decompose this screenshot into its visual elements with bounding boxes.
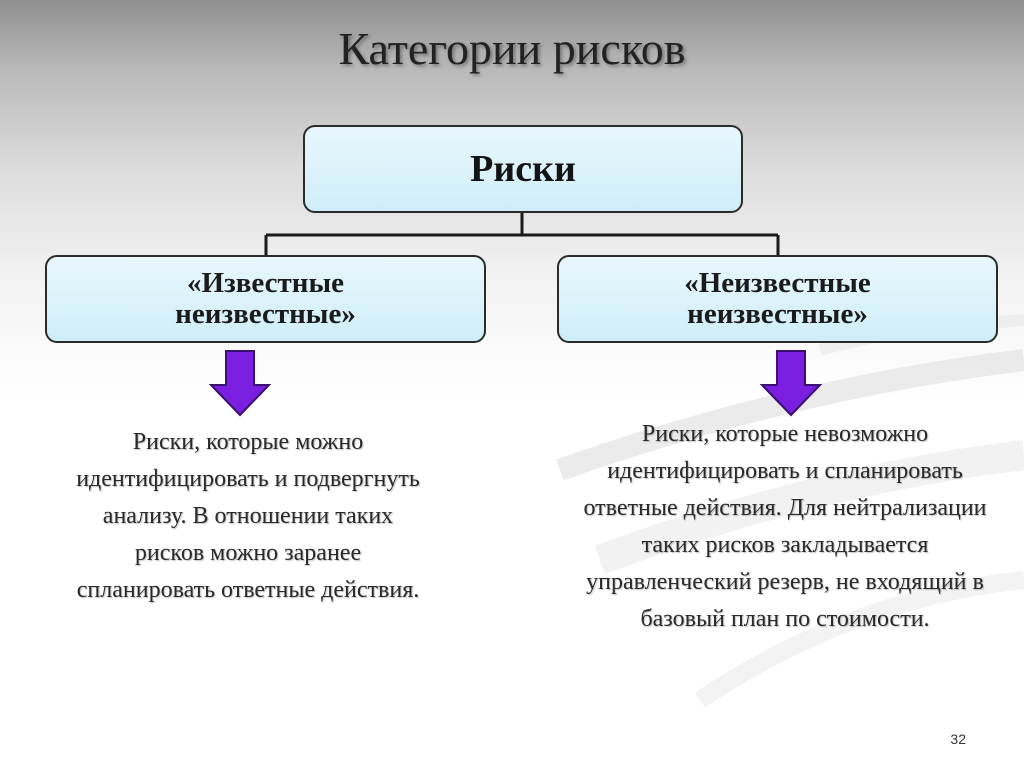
- page-number: 32: [950, 731, 966, 747]
- slide-title: Категории рисков: [338, 23, 686, 74]
- branch-node-known-unknowns: «Известные неизвестные»: [45, 255, 486, 343]
- branch-node-unknown-unknowns: «Неизвестные неизвестные»: [557, 255, 998, 343]
- root-node-label: Риски: [470, 148, 576, 190]
- branch-node-label: «Неизвестные неизвестные»: [684, 266, 871, 330]
- branch-description-known-unknowns: Риски, которые можно идентифицировать и …: [76, 429, 420, 603]
- arrow-down-icon: [209, 350, 271, 417]
- branch-node-label: «Известные неизвестные»: [175, 266, 356, 330]
- branch-description-unknown-unknowns: Риски, которые невозможно идентифицирова…: [583, 421, 987, 632]
- root-node-risks: Риски: [303, 125, 743, 213]
- arrow-down-icon: [760, 350, 822, 417]
